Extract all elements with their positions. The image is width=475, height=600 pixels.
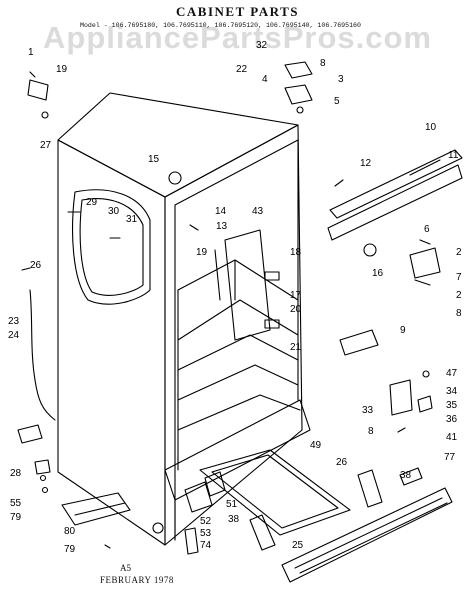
- shelf-bracket: [224, 229, 271, 341]
- part-callout-38: 38: [400, 470, 412, 481]
- part-callout-29: 29: [86, 197, 98, 208]
- diagram-title: CABINET PARTS: [176, 4, 299, 19]
- latch: [339, 329, 379, 356]
- clip-77: [399, 467, 423, 486]
- part-callout-26: 26: [30, 260, 42, 271]
- part-callout-41: 41: [446, 432, 458, 443]
- part-callout-10: 10: [425, 122, 437, 133]
- part-callout-34: 34: [446, 386, 458, 397]
- model-numbers: Model - 106.7695180, 106.7695110, 106.76…: [80, 22, 361, 29]
- leveling-rail: [61, 492, 131, 526]
- part-callout-16: 16: [372, 268, 384, 279]
- part-callout-79: 79: [10, 512, 22, 523]
- part-callout-49: 49: [310, 440, 322, 451]
- part-callout-31: 31: [126, 214, 138, 225]
- top-rail: [329, 149, 463, 219]
- part-callout-14: 14: [215, 206, 227, 217]
- part-callout-80: 80: [64, 526, 76, 537]
- part-callout-33: 33: [362, 405, 374, 416]
- part-callout-13: 13: [216, 221, 228, 232]
- top-hinge: [284, 61, 313, 79]
- footer-date: FEBRUARY 1978: [100, 575, 174, 585]
- hinge-bottom: [184, 481, 213, 513]
- part-callout-19: 19: [196, 247, 208, 258]
- cabinet-side-panel: [164, 124, 303, 546]
- part-callout-1: 1: [28, 47, 34, 58]
- part-callout-5: 5: [334, 96, 340, 107]
- part-callout-79: 79: [64, 544, 76, 555]
- hinge-plate: [409, 247, 441, 279]
- part-callout-8: 8: [456, 308, 462, 319]
- hinge-block-right: [389, 379, 413, 416]
- bracket-38b: [357, 469, 383, 508]
- part-callout-30: 30: [108, 206, 120, 217]
- part-callout-21: 21: [290, 342, 302, 353]
- part-callout-2: 2: [456, 290, 462, 301]
- hinge-bracket: [284, 84, 313, 105]
- part-callout-9: 9: [400, 325, 406, 336]
- part-callout-6: 6: [424, 224, 430, 235]
- base-grille: [281, 487, 453, 583]
- part-callout-28: 28: [10, 468, 22, 479]
- part-callout-53: 53: [200, 528, 212, 539]
- part-callout-17: 17: [290, 290, 302, 301]
- part-callout-2: 2: [456, 247, 462, 258]
- part-callout-26: 26: [336, 457, 348, 468]
- leveling-foot: [152, 522, 164, 534]
- plug-button: [168, 171, 182, 185]
- part-callout-23: 23: [8, 316, 20, 327]
- gasket-outline: [72, 189, 151, 305]
- part-callout-22: 22: [236, 64, 248, 75]
- part-callout-52: 52: [200, 516, 212, 527]
- footer-code: A5: [120, 563, 131, 573]
- bracket-38: [249, 514, 276, 551]
- drip-tray: [199, 449, 351, 536]
- part-callout-32: 32: [256, 40, 268, 51]
- wire-clip: [17, 424, 43, 444]
- part-callout-24: 24: [8, 330, 20, 341]
- part-callout-38: 38: [228, 514, 240, 525]
- part-callout-43: 43: [252, 206, 264, 217]
- side-rail: [327, 164, 463, 241]
- part-callout-8: 8: [368, 426, 374, 437]
- part-callout-18: 18: [290, 247, 302, 258]
- part-callout-35: 35: [446, 400, 458, 411]
- part-callout-27: 27: [40, 140, 52, 151]
- part-callout-7: 7: [456, 272, 462, 283]
- part-callout-36: 36: [446, 414, 458, 425]
- part-callout-8: 8: [320, 58, 326, 69]
- part-callout-74: 74: [200, 540, 212, 551]
- part-callout-11: 11: [448, 150, 459, 161]
- cap-plug: [363, 243, 377, 257]
- part-callout-4: 4: [262, 74, 268, 85]
- handle-part: [27, 79, 49, 101]
- part-callout-47: 47: [446, 368, 458, 379]
- part-callout-19: 19: [56, 64, 68, 75]
- part-callout-51: 51: [226, 499, 238, 510]
- part-callout-77: 77: [444, 452, 456, 463]
- part-callout-25: 25: [292, 540, 304, 551]
- part-callout-55: 55: [10, 498, 22, 509]
- part-callout-12: 12: [360, 158, 372, 169]
- part-callout-20: 20: [290, 304, 302, 315]
- part-callout-3: 3: [338, 74, 344, 85]
- part-callout-15: 15: [148, 154, 160, 165]
